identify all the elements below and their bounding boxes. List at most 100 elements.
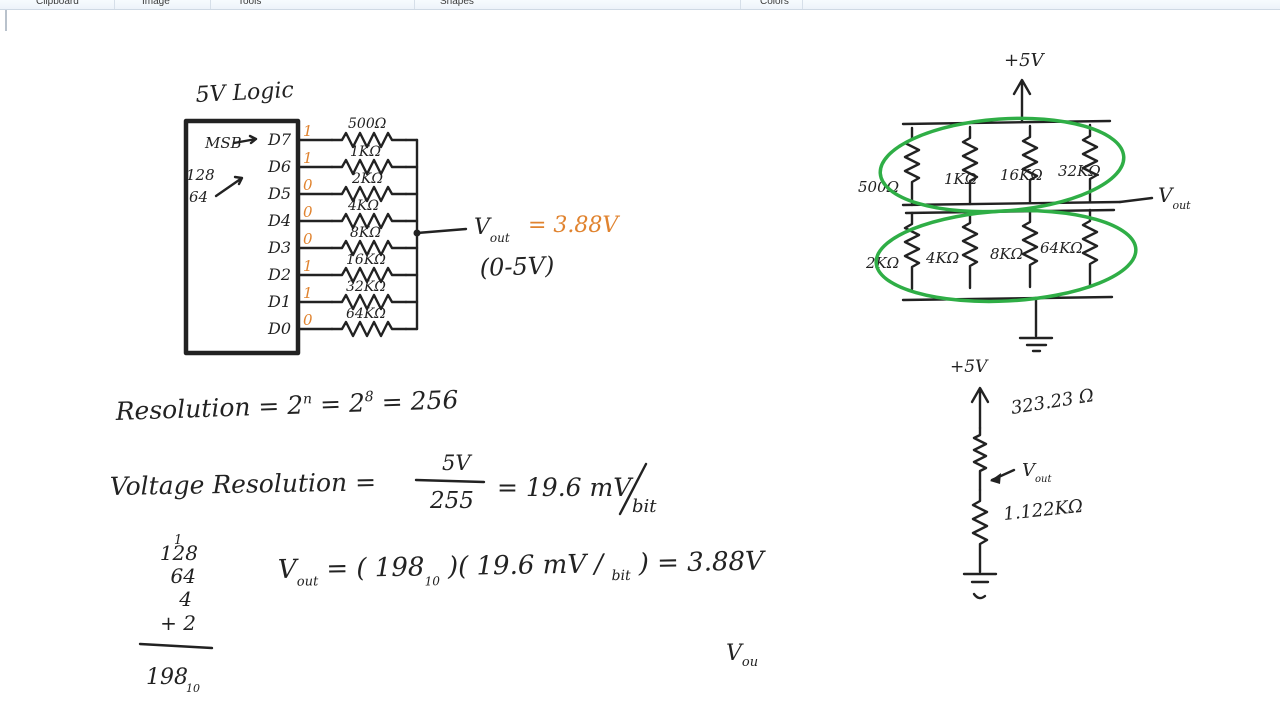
equivalent-vout-v: V [1022, 460, 1037, 481]
per-slash [618, 462, 648, 516]
top-row-resistors [903, 123, 1099, 207]
equivalent-vout-arrowhead [990, 473, 1001, 484]
resistor-label-2k: 2KΩ [351, 171, 383, 187]
veq-unit: bit [611, 568, 631, 584]
addend-4: 4 [178, 587, 192, 611]
supply-label-top: +5V [1004, 50, 1046, 71]
parallel-label-16k: 16KΩ [1000, 166, 1043, 184]
weight-64-label: 64 [189, 188, 208, 206]
veq-c: ) = 3.88V [630, 546, 766, 578]
output-lead [415, 227, 468, 235]
pin-label-d3: D3 [267, 238, 291, 257]
equivalent-r-top-label: 323.23 Ω [1009, 385, 1095, 419]
pin-label-d4: D4 [267, 211, 291, 230]
bit-value-d3: 0 [303, 230, 313, 248]
pin-label-d0: D0 [267, 319, 291, 338]
vout-sub: out [490, 231, 510, 245]
veq-v: V [278, 555, 300, 585]
bottom-row-resistors [903, 208, 1099, 291]
msb-arrow [232, 134, 258, 145]
pin-label-d6: D6 [267, 157, 291, 176]
vout-equation: Vout = ( 19810 )( 19.6 mV / bit ) = 3.88… [278, 546, 767, 591]
logic-title-label: 5V Logic [195, 78, 294, 108]
ribbon-group-label-clipboard: Clipboard [36, 0, 79, 7]
ribbon-group-label-colors: Colors [760, 0, 789, 7]
green-circle-bottom-group [874, 208, 1138, 304]
bit-value-d6: 1 [303, 149, 313, 167]
equivalent-vout-label: Vout [1022, 460, 1052, 485]
addend-64: 64 [171, 564, 196, 588]
equivalent-r-bottom-label: 1.122KΩ [1002, 496, 1084, 525]
equivalent-vout-sub: out [1035, 474, 1052, 485]
ribbon-separator [414, 0, 415, 9]
math-work-sketch: Resolution = 2n = 28 = 256 Voltage Resol… [110, 385, 767, 695]
partial-vout-label: Vou [726, 641, 758, 670]
sum-value: 198 [146, 665, 188, 690]
resistor-label-16k: 16KΩ [346, 252, 386, 268]
equivalent-resistor-top [972, 426, 988, 492]
bit-value-d7: 1 [303, 122, 313, 140]
supply-arrow-top [1012, 78, 1032, 123]
supply-label-equivalent: +5V [950, 357, 989, 377]
veq-base: 10 [425, 574, 441, 588]
res-c: = 256 [373, 385, 459, 417]
msb-label: MSB [204, 134, 242, 152]
supply-arrow-equivalent [970, 386, 990, 430]
equivalent-divider-sketch: +5V 323.23 Ω Vout 1.122KΩ [950, 357, 1095, 600]
veq-sub: out [297, 574, 319, 589]
carry-digit: 1 [174, 533, 182, 548]
resistor-label-1k: 1KΩ [350, 144, 381, 160]
equivalent-resistor-bottom [971, 488, 989, 574]
res-exp-n: n [303, 391, 313, 407]
ribbon-separator [114, 0, 115, 9]
bit-value-d5: 0 [303, 176, 313, 194]
pin-label-d7: D7 [267, 130, 292, 149]
veq-a: = ( 198 [318, 552, 425, 584]
res-exp-8: 8 [364, 389, 374, 405]
resistor-label-500: 500Ω [348, 116, 387, 132]
ground-symbol-equivalent [962, 572, 998, 600]
parallel-label-64k: 64KΩ [1040, 239, 1083, 257]
vout-value: = 3.88V [528, 213, 620, 238]
parallel-label-1k: 1KΩ [944, 170, 977, 188]
ribbon-group-label-shapes: Shapes [440, 0, 474, 7]
ribbon-group-label-tools: Tools [238, 0, 262, 7]
partial-v: V [726, 641, 744, 666]
resistor-label-64k: 64KΩ [346, 306, 386, 322]
ribbon-separator [802, 0, 803, 9]
bottom-bus [901, 295, 1114, 302]
resistor-label-32k: 32KΩ [346, 279, 386, 295]
weights-arrow [214, 175, 244, 198]
ground-symbol-top [1018, 296, 1054, 353]
parallel-label-500: 500Ω [858, 178, 899, 196]
ladder-resistors [330, 131, 408, 338]
vout-v: V [474, 215, 492, 240]
parallel-vout-label: Vout [1158, 183, 1191, 212]
pin-label-d2: D2 [267, 265, 291, 284]
ribbon-separator [740, 0, 741, 9]
vout-range: (0-5V) [479, 251, 555, 282]
parallel-label-8k: 8KΩ [990, 245, 1023, 263]
fraction-numerator: 5V [442, 451, 472, 475]
paint-ribbon-strip: Clipboard Image Tools Shapes Colors [0, 0, 1280, 10]
parallel-label-2k: 2KΩ [865, 254, 899, 272]
pin-label-d1: D1 [267, 292, 291, 311]
fraction-bar [414, 478, 486, 484]
resistor-label-8k: 8KΩ [350, 225, 381, 241]
bit-value-d4: 0 [303, 203, 313, 221]
parallel-label-32k: 32KΩ [1058, 162, 1101, 180]
ladder-wires [296, 138, 419, 331]
weight-128-label: 128 [186, 166, 215, 184]
partial-sub: ou [742, 655, 758, 670]
voltage-resolution-label: Voltage Resolution = [110, 467, 377, 501]
voltage-resolution-result: = 19.6 mV [497, 473, 634, 502]
veq-b: )( 19.6 mV / [439, 549, 611, 582]
parallel-vout-lead [1118, 196, 1154, 204]
bit-value-d0: 0 [303, 311, 313, 329]
pin-label-d5: D5 [267, 184, 291, 203]
per-bit-label: bit [632, 496, 657, 517]
logic-box [183, 118, 301, 356]
parallel-network-sketch: +5V 500Ω 1KΩ 16KΩ 32KΩ Vout 2KΩ 4KΩ 8KΩ … [858, 50, 1191, 353]
